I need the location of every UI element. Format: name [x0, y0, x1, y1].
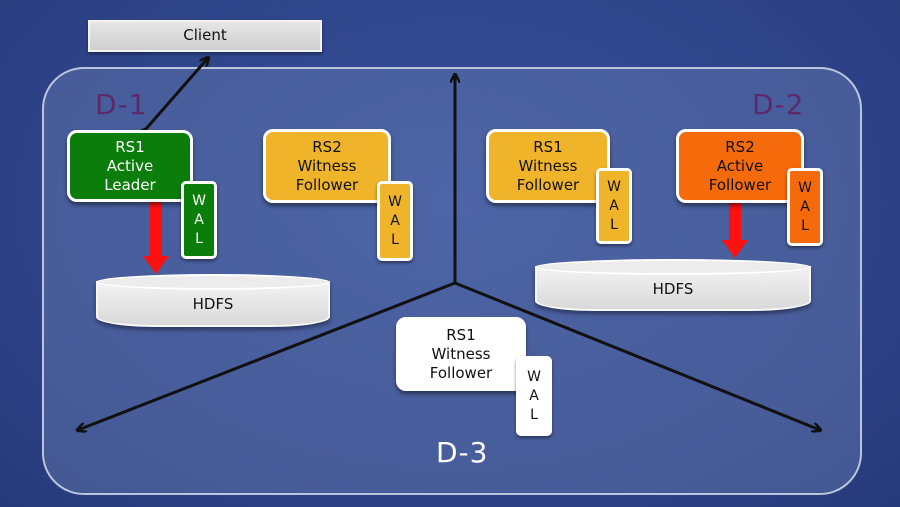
- rs2-active-follower-d2: RS2 Active Follower: [676, 129, 804, 203]
- wal-log-d1-rs2: W A L: [377, 181, 413, 261]
- axis-left-arrow: [78, 281, 456, 430]
- wal-letter: W: [527, 368, 541, 385]
- node-line: Leader: [104, 175, 156, 194]
- wal-letter: A: [800, 198, 810, 215]
- node-line: RS2: [725, 137, 755, 156]
- wal-log-d3-rs1: W A L: [516, 356, 552, 436]
- node-line: Follower: [295, 175, 359, 194]
- wal-letter: A: [194, 211, 204, 228]
- node-line: RS1: [115, 137, 145, 156]
- datacenter-label-d2: D-2: [752, 88, 805, 121]
- wal-letter: W: [192, 192, 206, 209]
- axis-right-arrow: [454, 281, 820, 430]
- datacenter-label-d3: D-3: [436, 436, 489, 469]
- datacenter-label-d1: D-1: [95, 88, 148, 121]
- wal-log-d2-rs1: W A L: [596, 168, 632, 244]
- wal-log-d2-rs2: W A L: [787, 168, 823, 246]
- node-line: Witness: [297, 156, 357, 175]
- node-line: RS1: [533, 137, 563, 156]
- hdfs-top-d1: [96, 274, 330, 290]
- write-arrow-d2: [722, 200, 748, 258]
- wal-letter: L: [530, 406, 538, 423]
- wal-letter: A: [529, 387, 539, 404]
- node-line: Witness: [431, 344, 491, 363]
- node-line: Witness: [518, 156, 578, 175]
- node-line: RS2: [312, 137, 342, 156]
- client-box: Client: [88, 20, 322, 52]
- wal-letter: L: [391, 231, 399, 248]
- wal-letter: L: [801, 217, 809, 234]
- hdfs-label-d2: HDFS: [652, 279, 694, 298]
- hdfs-top-d2: [535, 259, 811, 275]
- node-line: Follower: [708, 175, 772, 194]
- wal-log-d1-rs1: W A L: [181, 181, 217, 259]
- rs1-active-leader-d1: RS1 Active Leader: [67, 130, 193, 202]
- rs1-witness-follower-d3: RS1 Witness Follower: [396, 317, 526, 391]
- wal-letter: A: [390, 212, 400, 229]
- hdfs-storage-d1: HDFS: [96, 274, 330, 327]
- wal-letter: L: [610, 216, 618, 233]
- client-leader-arrow: [145, 58, 208, 130]
- node-line: RS1: [446, 325, 476, 344]
- hdfs-storage-d2: HDFS: [535, 259, 811, 311]
- node-line: Follower: [516, 175, 580, 194]
- hdfs-label-d1: HDFS: [192, 295, 234, 313]
- wal-letter: W: [388, 193, 402, 210]
- node-line: Active: [106, 156, 154, 175]
- wal-letter: W: [607, 178, 621, 195]
- wal-letter: A: [609, 197, 619, 214]
- rs1-witness-follower-d2: RS1 Witness Follower: [486, 129, 610, 203]
- wal-letter: L: [195, 230, 203, 247]
- rs2-witness-follower-d1: RS2 Witness Follower: [263, 129, 391, 203]
- wal-letter: W: [798, 179, 812, 196]
- write-arrow-d1: [143, 200, 169, 274]
- node-line: Active: [716, 156, 764, 175]
- node-line: Follower: [429, 363, 493, 382]
